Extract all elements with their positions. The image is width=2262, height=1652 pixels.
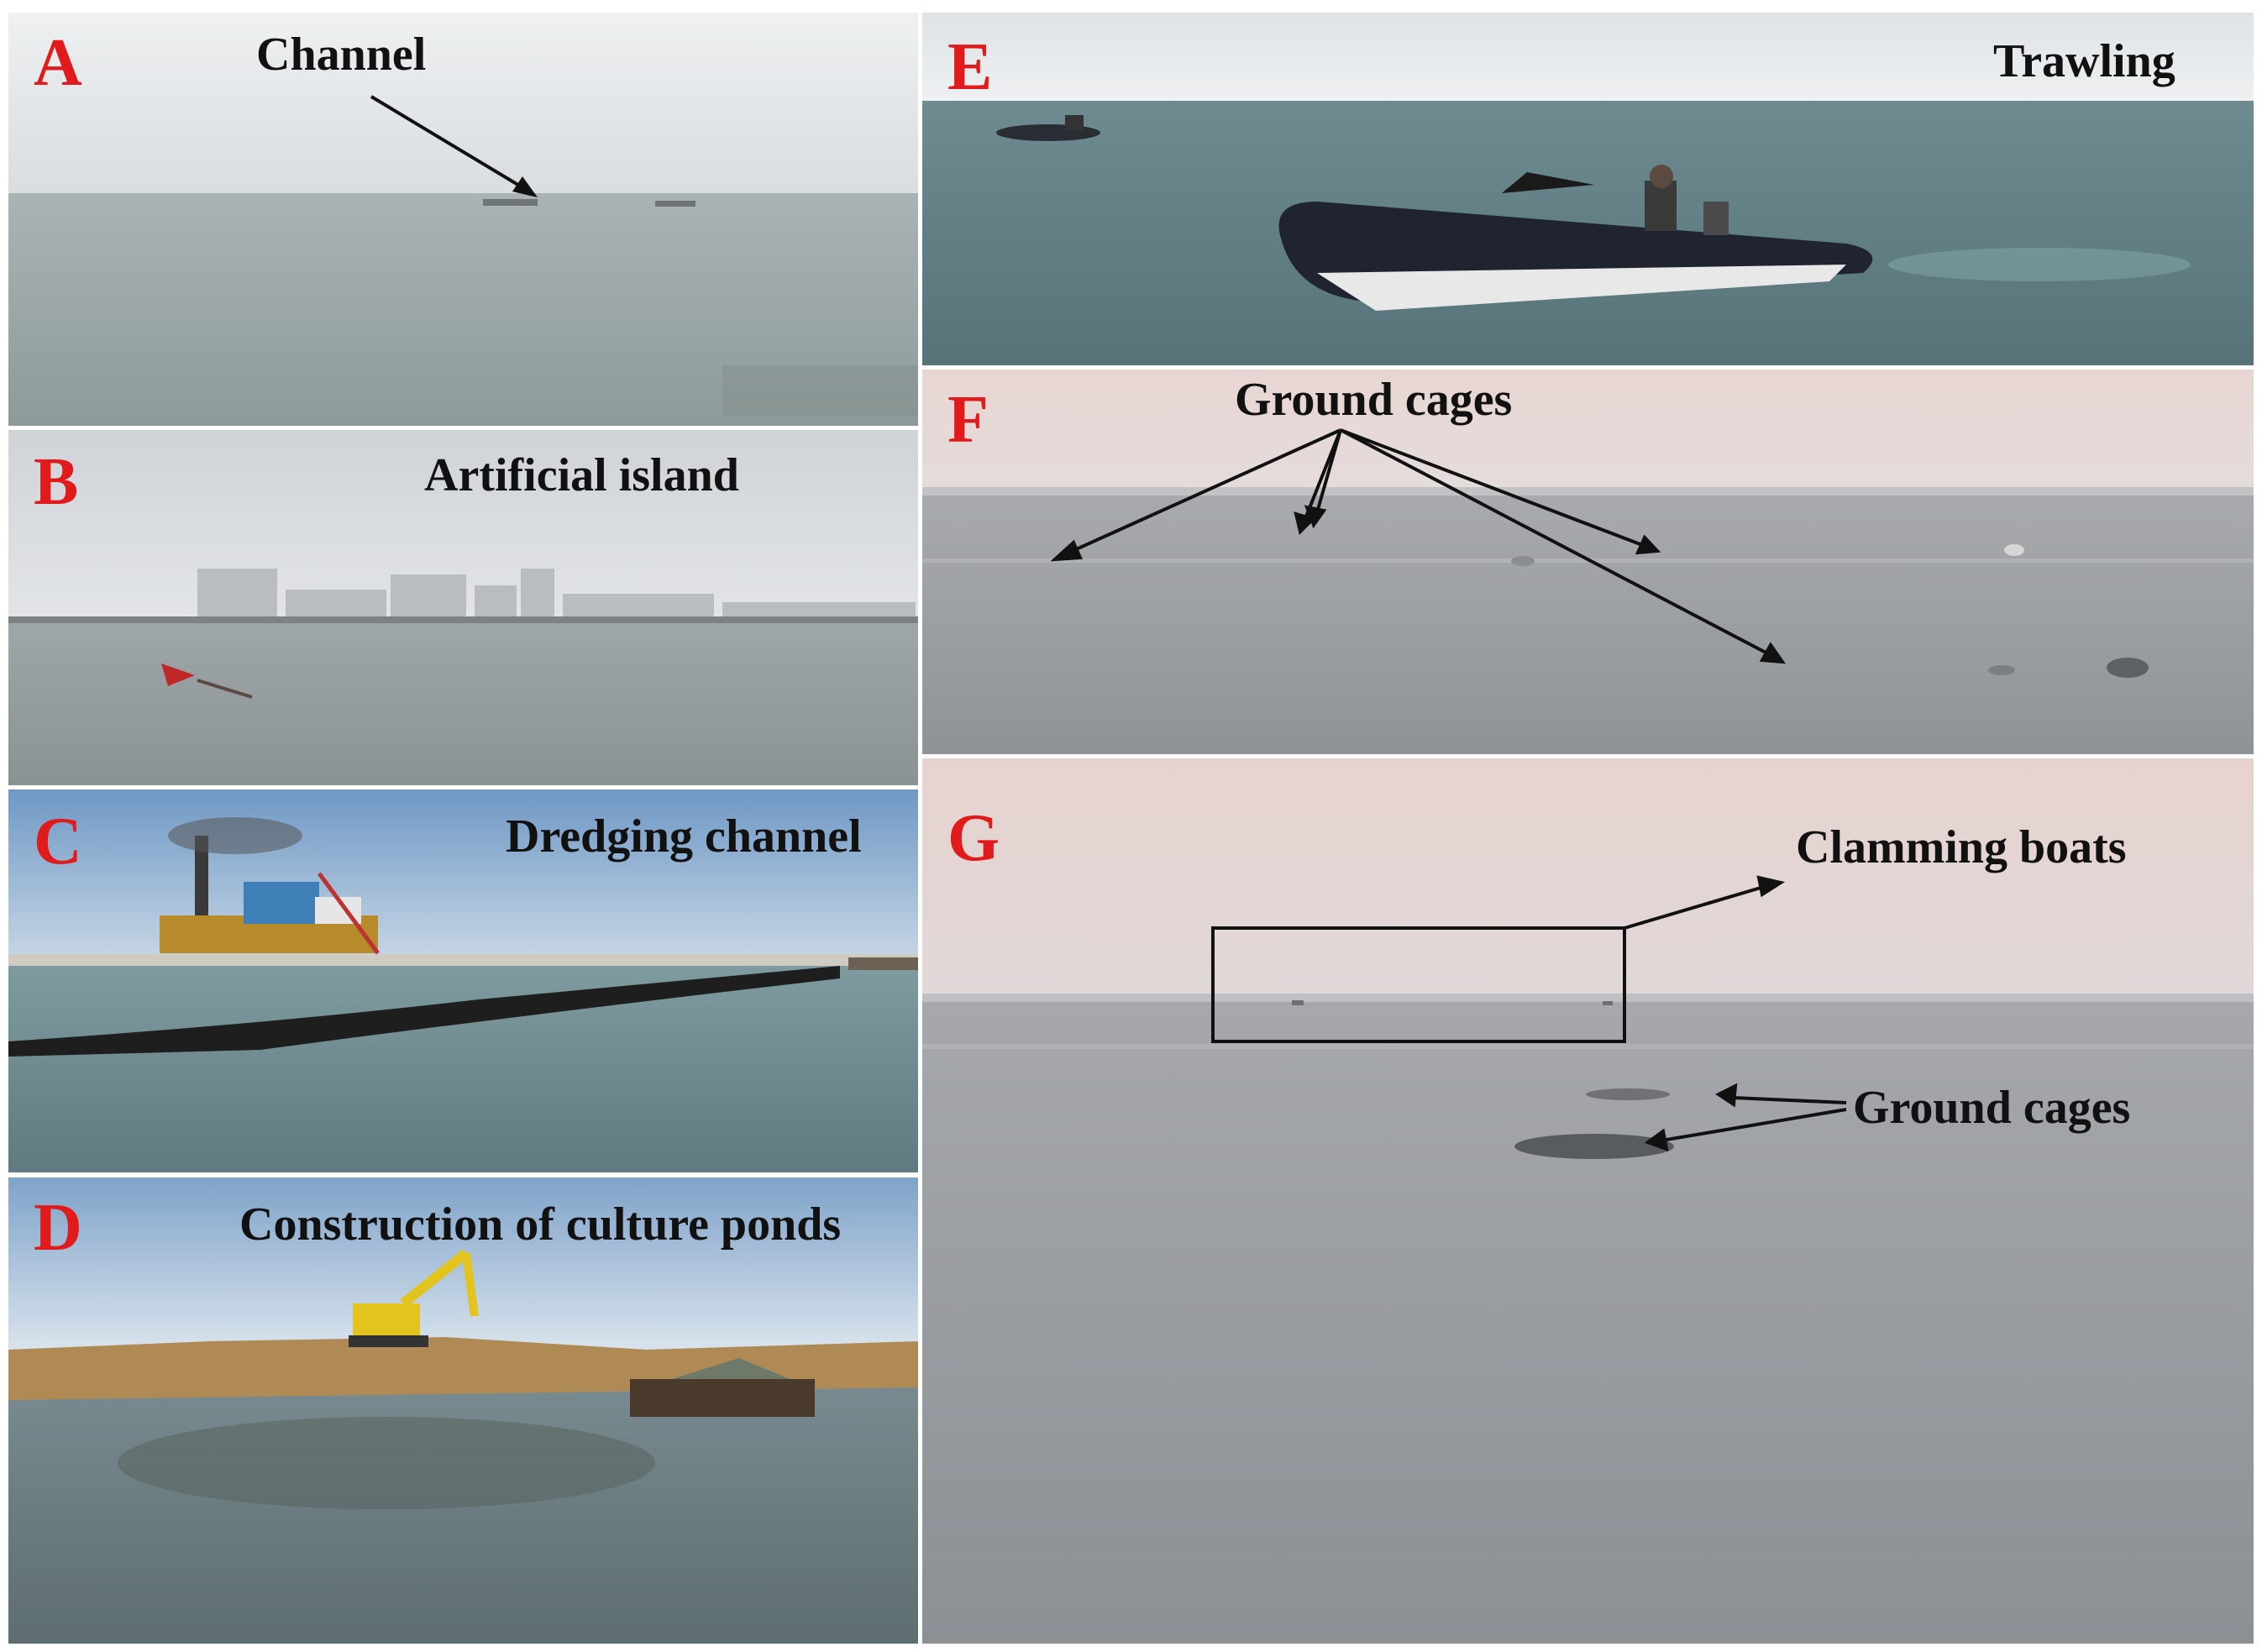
panel-c-photo: C Dredging channel bbox=[8, 789, 918, 1172]
culture-ponds-scene bbox=[8, 1177, 918, 1644]
caption-channel: Channel bbox=[256, 29, 427, 81]
caption-dredging-channel: Dredging channel bbox=[506, 810, 862, 863]
excavator bbox=[349, 1249, 479, 1347]
dredging-channel-scene bbox=[8, 789, 918, 1172]
panel-e-photo: E Trawling bbox=[922, 13, 2254, 365]
artificial-island-scene bbox=[8, 430, 918, 785]
buoy-pole bbox=[197, 679, 253, 699]
panel-letter-c: C bbox=[34, 805, 82, 878]
ship-silhouette bbox=[655, 201, 695, 207]
pipeline-floats bbox=[8, 966, 840, 1057]
clamming-boat bbox=[1292, 1000, 1304, 1005]
trawling-scene bbox=[922, 13, 2254, 365]
panel-d-photo: D Construction of culture ponds bbox=[8, 1177, 918, 1644]
panel-b-photo: B Artificial island bbox=[8, 430, 918, 785]
channel-scene bbox=[8, 13, 918, 426]
panel-f-photo: F Ground cages bbox=[922, 370, 2254, 754]
ground-cages-scene bbox=[922, 370, 2254, 754]
panel-letter-g: G bbox=[947, 801, 1000, 875]
ground-cage bbox=[1514, 1134, 1674, 1159]
red-flag bbox=[161, 663, 195, 686]
dredger-ship bbox=[160, 836, 380, 955]
inflatable-boat bbox=[1278, 165, 1873, 311]
caption-trawling: Trawling bbox=[1993, 35, 2175, 87]
caption-culture-ponds: Construction of culture ponds bbox=[239, 1198, 842, 1251]
panel-letter-a: A bbox=[34, 26, 82, 100]
island-buildings bbox=[197, 569, 916, 617]
panel-letter-f: F bbox=[947, 383, 989, 457]
caption-clamming-boats: Clamming boats bbox=[1796, 821, 2127, 873]
ground-cage bbox=[1988, 665, 2015, 675]
small-dinghy bbox=[996, 115, 1100, 141]
panel-a-photo: A Channel bbox=[8, 13, 918, 426]
ground-cage bbox=[1586, 1088, 1670, 1100]
panel-letter-d: D bbox=[34, 1191, 82, 1265]
pontoon-boat bbox=[630, 1358, 815, 1417]
caption-ground-cages-g: Ground cages bbox=[1853, 1082, 2131, 1134]
ground-cage bbox=[1511, 556, 1535, 566]
caption-artificial-island: Artificial island bbox=[424, 449, 739, 501]
panel-g-photo: G Clamming boats Ground cages bbox=[922, 758, 2254, 1644]
panel-letter-b: B bbox=[34, 445, 79, 519]
ground-cage bbox=[2004, 544, 2024, 556]
clamming-boats-scene bbox=[922, 758, 2254, 1644]
ship-silhouette bbox=[483, 199, 538, 206]
panel-letter-e: E bbox=[947, 30, 993, 104]
clamming-boat bbox=[1603, 1001, 1613, 1005]
ground-cage bbox=[2107, 658, 2149, 678]
caption-ground-cages-f: Ground cages bbox=[1235, 374, 1513, 426]
